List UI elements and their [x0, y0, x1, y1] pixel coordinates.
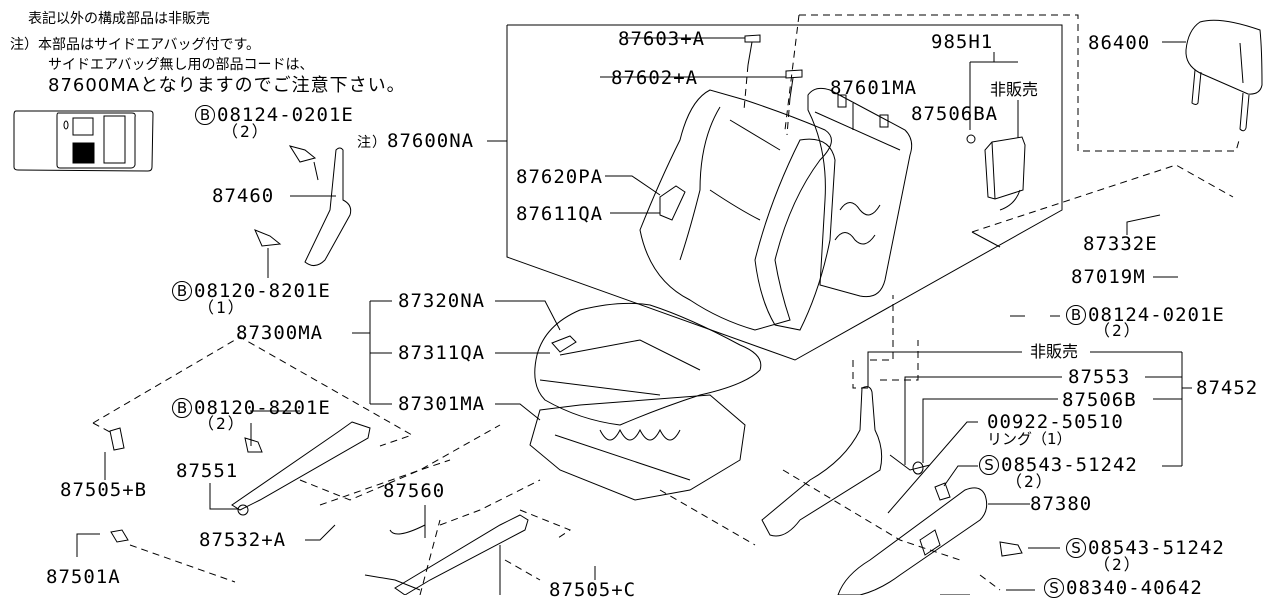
quantity: （2）	[198, 414, 246, 433]
part-label-86400[interactable]: 86400	[1088, 32, 1151, 54]
note-airbag: 注）本部品はサイドエアバッグ付です。	[10, 37, 261, 53]
part-label-87532A[interactable]: 87532+A	[199, 529, 287, 551]
seat-cushion-drawing	[534, 302, 762, 426]
seatback-cover-drawing	[639, 89, 836, 331]
part-number: 08124-0201E	[217, 104, 354, 126]
part-number: 08543-51242	[1088, 537, 1225, 559]
not-sold-label-recliner: 非販売	[1030, 342, 1079, 361]
part-number: 08120-8201E	[194, 397, 331, 419]
airbag-module-drawing	[966, 52, 1026, 248]
part-number: 08543-51242	[1001, 454, 1138, 476]
part-label-87506B[interactable]: 87506B	[1062, 389, 1137, 411]
bolt-symbol-icon: B	[172, 398, 192, 418]
bolt-symbol-icon: B	[172, 281, 192, 301]
part-label-87603A[interactable]: 87603+A	[618, 28, 706, 50]
part-number: 08340-40642	[1066, 577, 1203, 599]
part-label-87620PA[interactable]: 87620PA	[516, 166, 604, 188]
part-label-87301MA[interactable]: 87301MA	[398, 393, 486, 415]
part-label-87452[interactable]: 87452	[1196, 377, 1259, 399]
quantity: （2）	[1094, 555, 1142, 574]
bolt-symbol-icon: B	[195, 105, 215, 125]
not-sold-label-airbag: 非販売	[990, 80, 1039, 99]
seat-slide-rail-drawing	[109, 421, 371, 543]
part-label-87300MA[interactable]: 87300MA	[236, 322, 324, 344]
cushion-frame-drawing	[529, 394, 746, 501]
part-label-87506BA[interactable]: 87506BA	[911, 103, 999, 125]
hinge-bracket-drawing	[254, 145, 352, 266]
part-label-87505B[interactable]: 87505+B	[60, 479, 148, 501]
seat-side-cover-drawing	[837, 487, 1023, 595]
seat-slide-rail-inner-drawing	[364, 514, 529, 595]
part-number: 08120-8201E	[194, 280, 331, 302]
part-label-985H1[interactable]: 985H1	[931, 31, 994, 53]
screw-symbol-icon: S	[979, 455, 999, 475]
part-label-00922-50510[interactable]: 00922-50510	[987, 411, 1124, 433]
quantity: （2）	[1006, 472, 1054, 491]
ring-quantity-note: リング（1）	[987, 430, 1072, 448]
note-airbag-alt: サイドエアバッグ無し用の部品コードは、	[48, 57, 314, 73]
note-airbag-code: 87600MAとなりますのでご注意下さい。	[48, 75, 406, 96]
part-number: 08124-0201E	[1088, 304, 1225, 326]
seatback-group-frame	[487, 24, 1063, 361]
screw-symbol-icon: S	[1044, 578, 1064, 598]
part-label-87560[interactable]: 87560	[383, 480, 446, 502]
part-label-87601MA[interactable]: 87601MA	[830, 77, 918, 99]
headrest-guide-drawing	[743, 34, 803, 136]
recliner-mechanism-drawing	[761, 386, 951, 537]
seatback-frame-drawing	[807, 87, 913, 298]
note-non-sale-parts: 表記以外の構成部品は非販売	[28, 11, 210, 27]
part-label-87553[interactable]: 87553	[1068, 366, 1131, 388]
part-number: 87600NA	[387, 130, 475, 152]
part-label-87019M[interactable]: 87019M	[1071, 266, 1146, 288]
bolt-symbol-icon: B	[1066, 305, 1086, 325]
part-label-87551[interactable]: 87551	[176, 460, 239, 482]
part-label-87320NA[interactable]: 87320NA	[398, 290, 486, 312]
quantity: （2）	[1094, 321, 1142, 340]
part-label-87332E[interactable]: 87332E	[1083, 233, 1158, 255]
part-label-87600NA[interactable]: 注）87600NA	[357, 131, 474, 152]
quantity: （1）	[198, 298, 246, 317]
part-label-87460[interactable]: 87460	[212, 185, 275, 207]
quantity: （2）	[222, 122, 270, 141]
part-label-87611QA[interactable]: 87611QA	[516, 203, 604, 225]
note-marker: 注）	[357, 135, 387, 151]
part-label-87602A[interactable]: 87602+A	[611, 67, 699, 89]
part-label-87505C[interactable]: 87505+C	[549, 579, 637, 601]
part-label-87311QA[interactable]: 87311QA	[398, 342, 486, 364]
dashed-guides	[92, 295, 1001, 595]
headrest-drawing	[1185, 19, 1263, 132]
leader-lines	[76, 37, 1192, 595]
part-label-87380[interactable]: 87380	[1030, 493, 1093, 515]
screw-symbol-icon: S	[1066, 538, 1086, 558]
part-label-87501A[interactable]: 87501A	[46, 566, 121, 588]
vehicle-locator-icon	[13, 110, 154, 172]
